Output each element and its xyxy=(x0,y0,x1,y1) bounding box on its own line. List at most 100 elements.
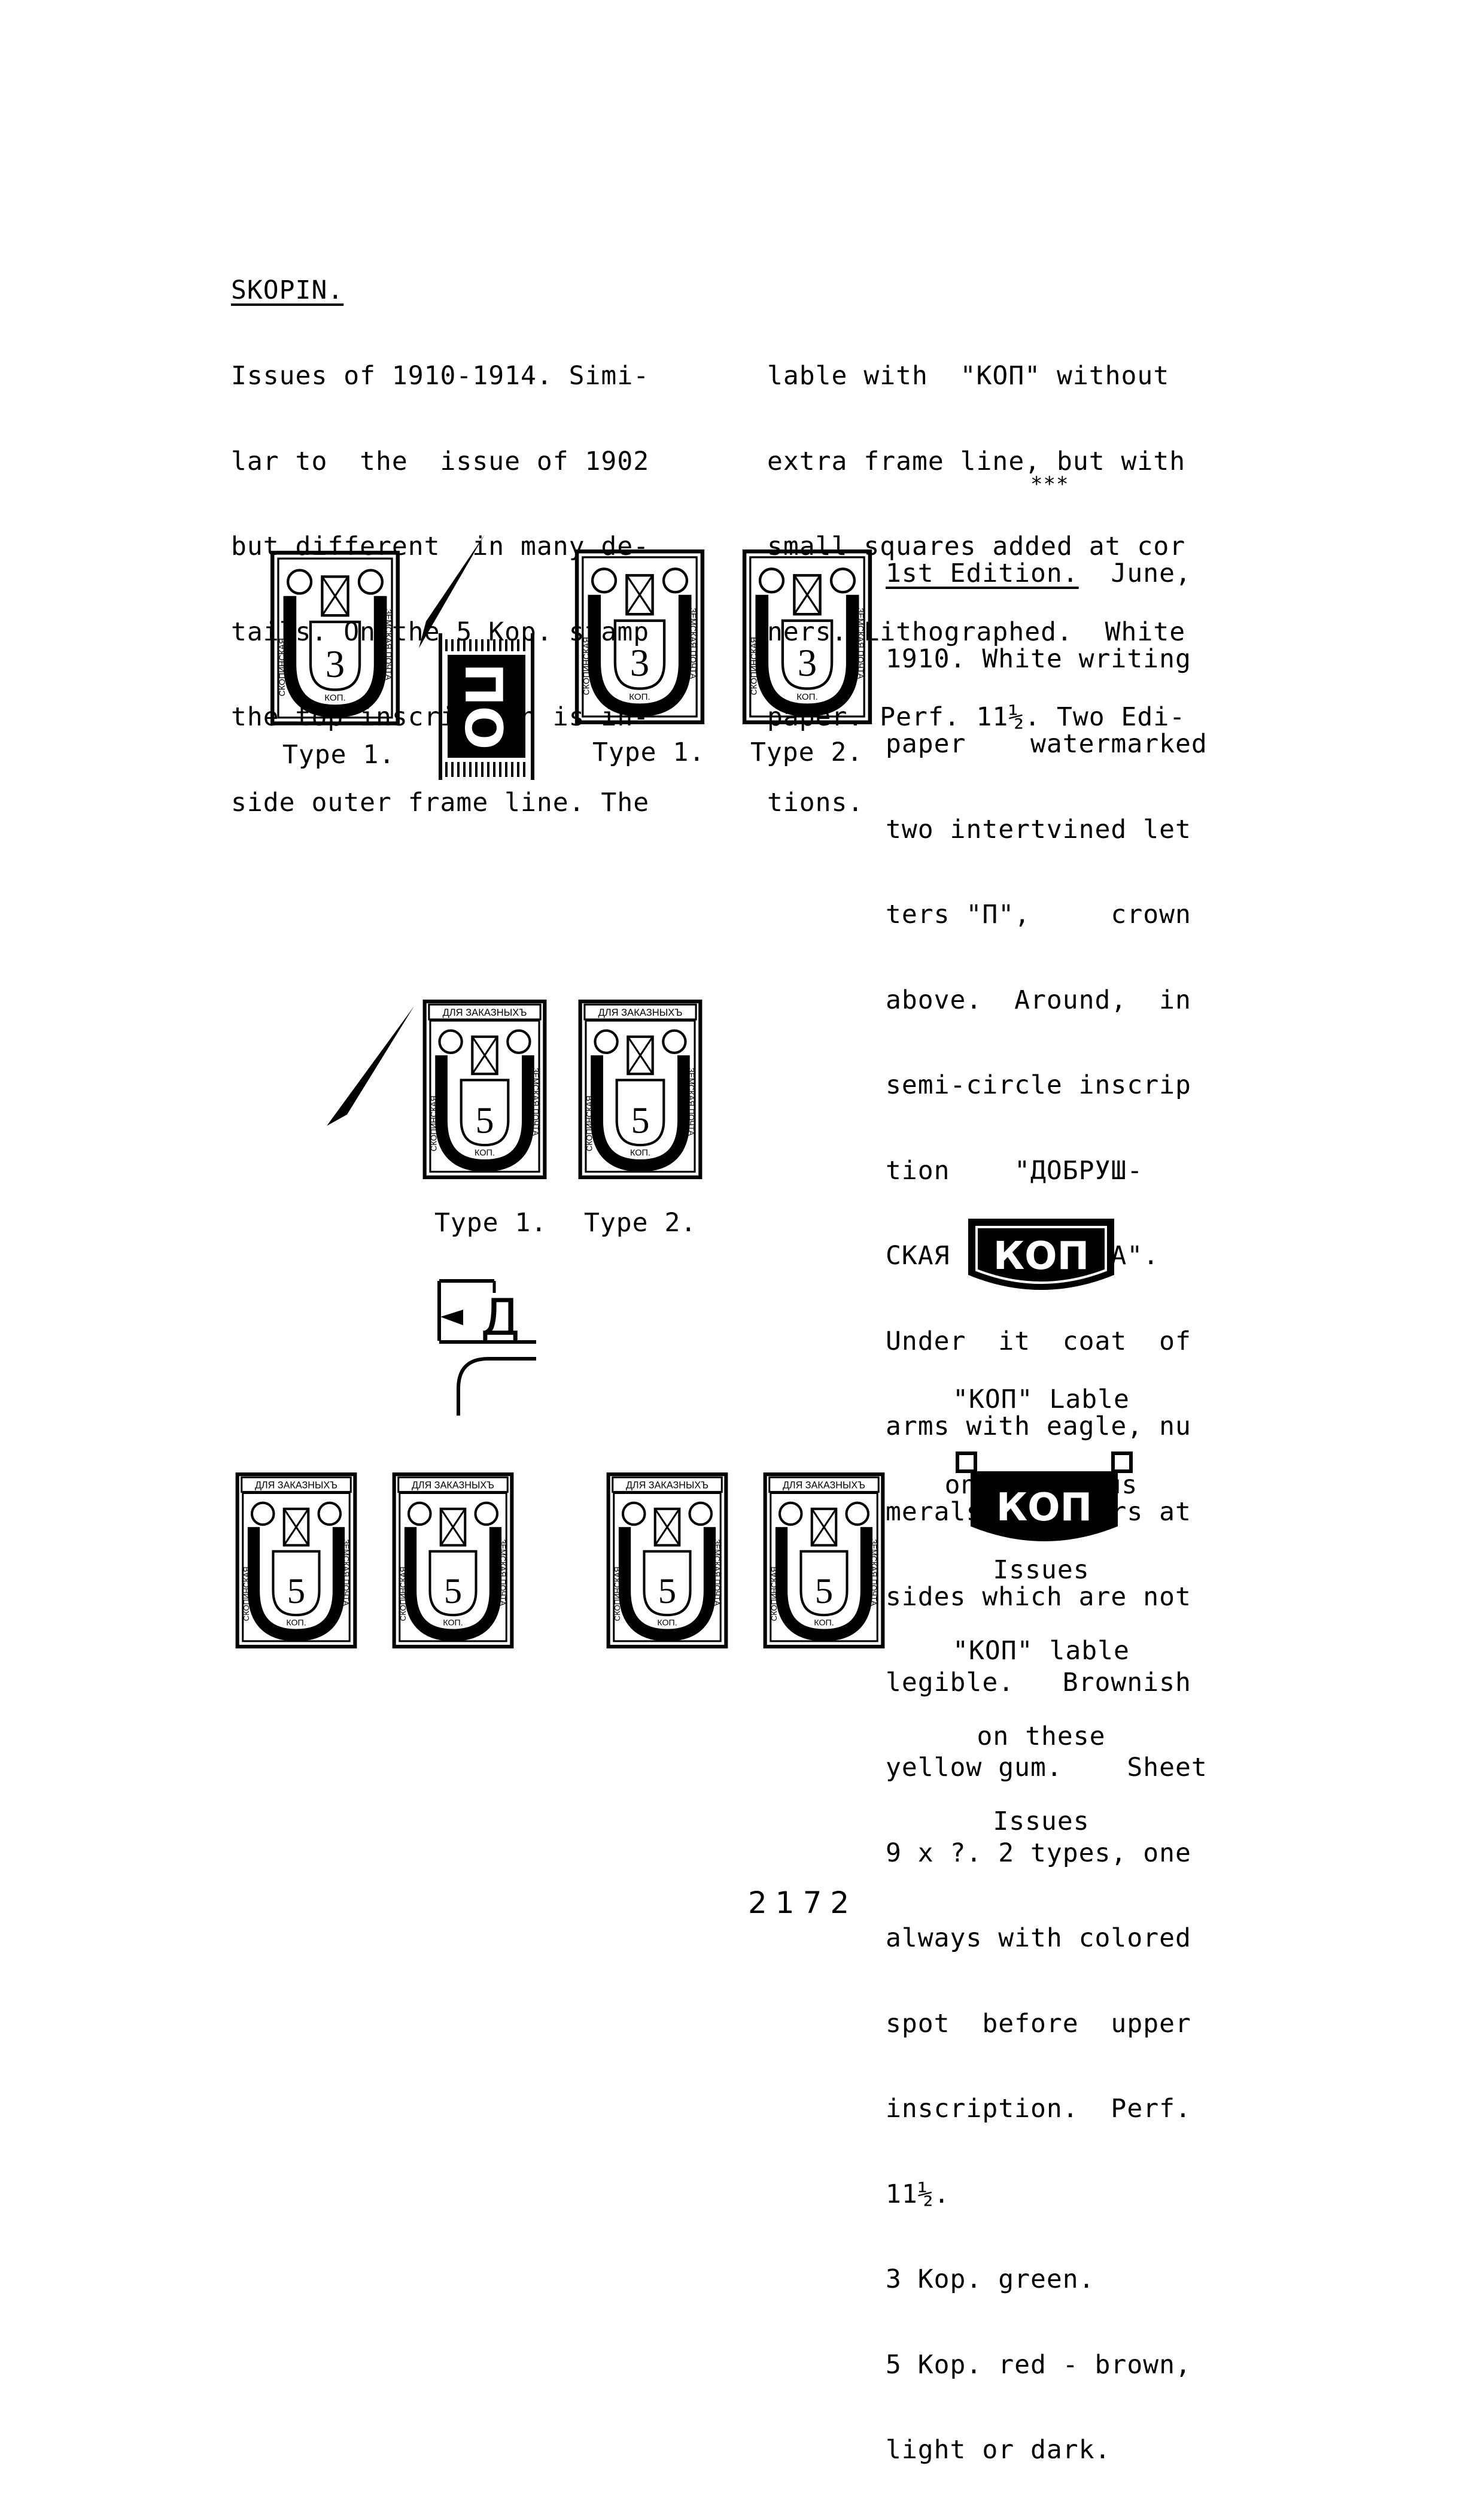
stamp-value: 5 xyxy=(287,1571,305,1611)
text-line: ners. Lithographed. White xyxy=(767,617,1186,647)
text-line: always with colored xyxy=(886,1923,1191,1953)
stamp-post: ЗЕМСКАЯ ПОЧТА xyxy=(342,1539,351,1607)
text-line: light or dark. xyxy=(886,2435,1111,2465)
stamp-5kop-bottom-1: ДЛЯ ЗАКАЗНЫХЪ 5 КОП. СКОПИНСКАЯ ЗЕМСКАЯ … xyxy=(233,1472,359,1648)
pointer-arrow-icon xyxy=(321,1003,419,1130)
stamp-kop: КОП. xyxy=(630,1149,650,1158)
stamp-value: 3 xyxy=(630,642,649,685)
detail-d-letter: Д xyxy=(481,1288,520,1347)
stamp-town: СКОПИНСКАЯ xyxy=(585,1095,594,1151)
stamp-value: 5 xyxy=(658,1571,676,1611)
stamp-top-inscription: ДЛЯ ЗАКАЗНЫХЪ xyxy=(443,1007,527,1018)
page-number: 2172 xyxy=(748,1885,858,1920)
stamp-town: СКОПИНСКАЯ xyxy=(399,1566,408,1621)
text-line: 11½. xyxy=(886,2179,950,2209)
stamp-town: СКОПИНСКАЯ xyxy=(429,1095,438,1151)
stamp-5kop-bottom-2: ДЛЯ ЗАКАЗНЫХЪ 5 КОП. СКОПИНСКАЯ ЗЕМСКАЯ … xyxy=(390,1472,516,1648)
stamp-5kop-type2: ДЛЯ ЗАКАЗНЫХЪ 5 КОП. СКОПИНСКАЯ ЗЕМСКАЯ … xyxy=(578,1000,703,1179)
text-line: yellow gum. Sheet xyxy=(886,1753,1208,1783)
stamp-value: 5 xyxy=(444,1571,462,1611)
stamp-value: 5 xyxy=(475,1100,494,1141)
stamp-town: СКОПИНСКАЯ xyxy=(582,637,591,695)
stamp-post: ЗЕМСКАЯ ПОЧТА xyxy=(856,608,865,679)
stamp-5kop-type1: ДЛЯ ЗАКАЗНЫХЪ 5 КОП. СКОПИНСКАЯ ЗЕМСКАЯ … xyxy=(422,1000,547,1179)
lable-text: КОП xyxy=(996,1486,1092,1530)
stamp-kop: КОП. xyxy=(324,693,345,703)
stamp-value: 5 xyxy=(631,1100,649,1141)
stamp-post: ЗЕМСКАЯ ПОЧТА xyxy=(384,609,393,680)
caption-type1: Type 1. xyxy=(434,1208,548,1238)
lable-these-caption: "КОП" lable on these Issues xyxy=(910,1580,1173,1865)
stamp-post: ЗЕМСКАЯ ПОЧТА xyxy=(688,608,698,679)
stamp-post: ЗЕМСКАЯ ПОЧТА xyxy=(687,1068,696,1136)
stamp-kop: КОП. xyxy=(286,1618,306,1627)
stamp-post: ЗЕМСКАЯ ПОЧТА xyxy=(869,1539,878,1607)
text-line: 1910. White writing xyxy=(886,643,1191,674)
stamp-town: СКОПИНСКАЯ xyxy=(613,1566,622,1621)
stamp-kop: КОП. xyxy=(629,692,650,702)
text-line: 3 Kop. green. xyxy=(886,2264,1095,2294)
text-line: on these xyxy=(977,1721,1106,1751)
kop-lable-previous: КОП xyxy=(965,1215,1118,1294)
stamp-value: 3 xyxy=(798,642,817,685)
caption-type2: Type 2. xyxy=(584,1208,697,1238)
edition-first-line: 1st Edition. June, xyxy=(886,558,1208,588)
stamp-3kop-type1-b: 3 КОП. СКОПИНСКАЯ ЗЕМСКАЯ ПОЧТА xyxy=(574,549,705,724)
stamp-top-inscription: ДЛЯ ЗАКАЗНЫХЪ xyxy=(598,1007,683,1018)
pointer-arrow-icon xyxy=(413,532,491,651)
text-line: Under it coat of xyxy=(886,1326,1191,1356)
stamp-kop: КОП. xyxy=(475,1149,495,1158)
text-line: tion "ДОБРУШ- xyxy=(886,1155,1144,1186)
stamp-5kop-bottom-4: ДЛЯ ЗАКАЗНЫХЪ 5 КОП. СКОПИНСКАЯ ЗЕМСКАЯ … xyxy=(761,1472,887,1648)
text-line: spot before upper xyxy=(886,2008,1191,2039)
edition-block: 1st Edition. June, 1910. White writing p… xyxy=(886,503,1208,2493)
text-line: inscription. Perf. xyxy=(886,2094,1191,2124)
caption-type2: Type 2. xyxy=(750,737,863,767)
stamp-town: СКОПИНСКАЯ xyxy=(277,638,287,696)
detail-enlargement: ПО xyxy=(434,627,539,784)
text-line: paper watermarked xyxy=(886,729,1208,759)
text-line: 5 Kop. red - brown, xyxy=(886,2349,1191,2380)
stamp-post: ЗЕМСКАЯ ПОЧТА xyxy=(531,1068,540,1136)
caption-type1: Type 1. xyxy=(592,737,705,767)
stamp-town: СКОПИНСКАЯ xyxy=(770,1566,779,1621)
edition-title: 1st Edition. xyxy=(886,558,1079,588)
text-line: Issues xyxy=(993,1806,1090,1836)
text-line: extra frame line, but with xyxy=(767,446,1186,476)
stamp-top-inscription: ДЛЯ ЗАКАЗНЫХЪ xyxy=(626,1480,708,1490)
text-line: but different in many de- xyxy=(231,532,650,561)
stamp-post: ЗЕМСКАЯ ПОЧТА xyxy=(498,1539,507,1607)
stamp-kop: КОП. xyxy=(443,1618,463,1627)
stamp-value: 5 xyxy=(815,1571,833,1611)
stamp-top-inscription: ДЛЯ ЗАКАЗНЫХЪ xyxy=(783,1480,865,1490)
stamp-top-inscription: ДЛЯ ЗАКАЗНЫХЪ xyxy=(255,1480,337,1490)
stamp-post: ЗЕМСКАЯ ПОЧТА xyxy=(713,1539,722,1607)
text-line: "КОП" lable xyxy=(953,1636,1130,1666)
stamp-kop: КОП. xyxy=(814,1618,834,1627)
text-line: above. Around, in xyxy=(886,985,1191,1015)
text-line: side outer frame line. The xyxy=(231,787,650,818)
separator: *** xyxy=(1030,472,1069,496)
kop-lable-these: КОП xyxy=(953,1449,1136,1550)
text-line: lable with "КОП" without xyxy=(767,361,1170,391)
stamp-town: СКОПИНСКАЯ xyxy=(749,637,759,695)
text-line: Issues of 1910-1914. Simi- xyxy=(231,361,650,391)
stamp-top-inscription: ДЛЯ ЗАКАЗНЫХЪ xyxy=(412,1480,494,1490)
text-line: semi-circle inscrip xyxy=(886,1070,1191,1100)
detail-letters: ПО xyxy=(453,663,513,749)
text-line: "КОП" Lable xyxy=(953,1384,1130,1414)
text-line: ters "П", crown xyxy=(886,900,1191,930)
text-line: legible. Brownish xyxy=(886,1667,1191,1698)
text-line: paper. Perf. 11½. Two Edi- xyxy=(767,702,1186,732)
intro-column-2: lable with "КОП" without extra frame lin… xyxy=(767,305,1185,846)
stamp-kop: КОП. xyxy=(657,1618,677,1627)
stamp-3kop-type1: 3 КОП. СКОПИНСКАЯ ЗЕМСКАЯ ПОЧТА xyxy=(270,551,400,725)
text-line: sides which are not xyxy=(886,1582,1191,1612)
detail-letter-d: Д xyxy=(434,1275,542,1419)
stamp-town: СКОПИНСКАЯ xyxy=(242,1566,251,1621)
text-line: tions. xyxy=(767,787,864,818)
text-line: two intertvined let xyxy=(886,814,1191,845)
text-line: 9 x ?. 2 types, one xyxy=(886,1838,1191,1868)
caption-type1: Type 1. xyxy=(282,740,396,770)
text-line: Issues xyxy=(993,1555,1090,1585)
